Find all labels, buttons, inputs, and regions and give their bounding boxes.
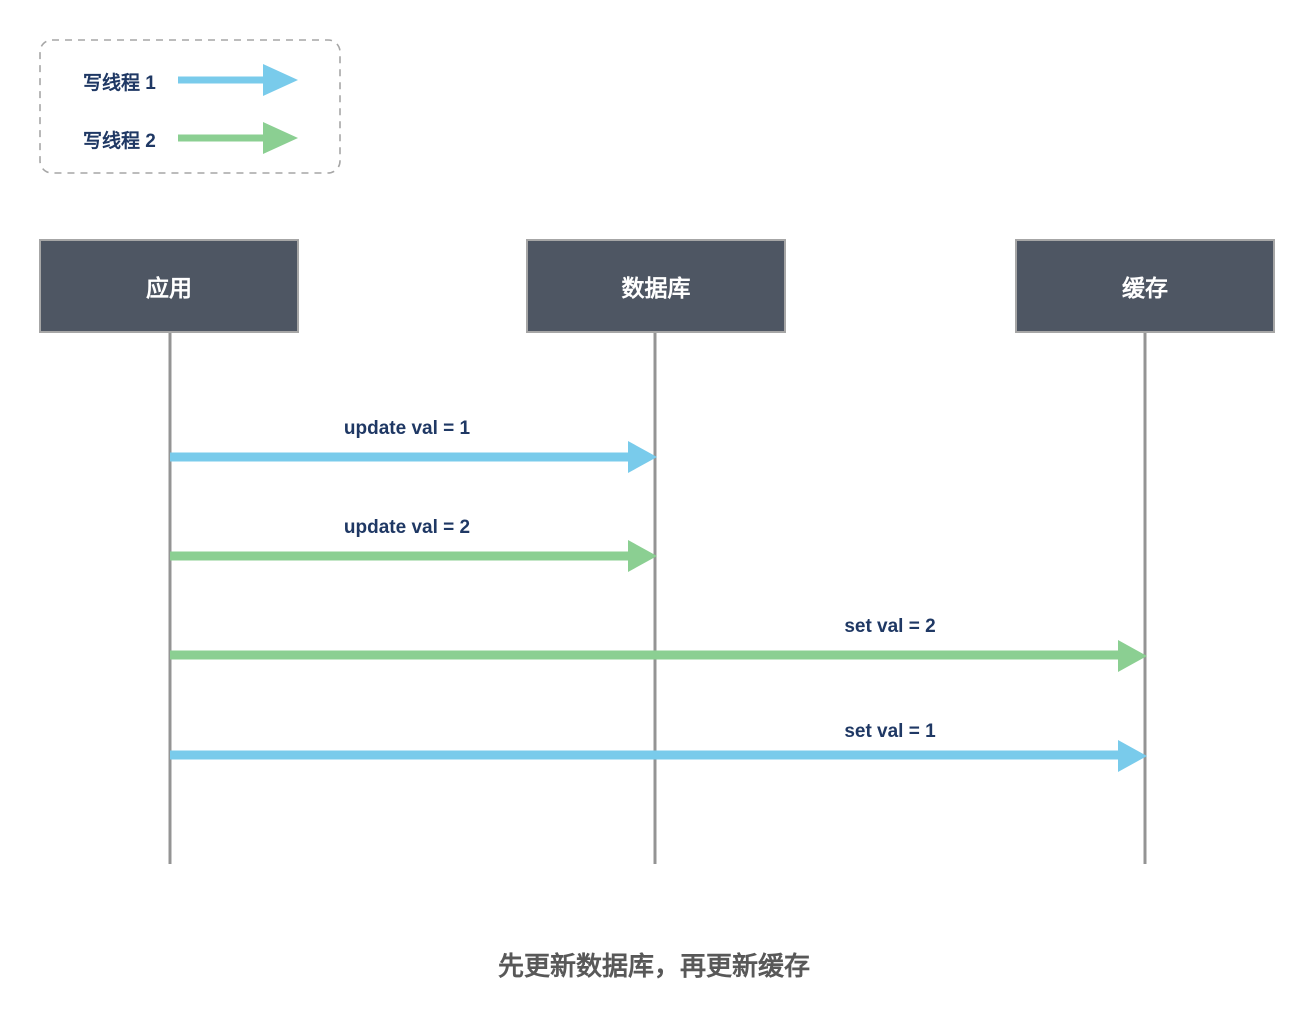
actor-app[interactable]: 应用 — [39, 239, 299, 333]
message-label-update-val-1: update val = 1 — [344, 418, 471, 439]
actor-cache[interactable]: 缓存 — [1015, 239, 1275, 333]
legend-arrow-icon-1 — [178, 64, 298, 96]
message-shaft-update-val-2 — [170, 551, 629, 561]
message-update-val-1[interactable]: update val = 1 — [170, 418, 657, 473]
message-arrowhead-set-val-2 — [1118, 640, 1147, 672]
actor-label-app: 应用 — [146, 275, 192, 301]
message-shaft-set-val-2 — [170, 650, 1119, 660]
legend-arrow-shaft-1 — [178, 76, 268, 84]
legend-arrow-shaft-2 — [178, 134, 268, 142]
legend-box: 写线程 1 写线程 2 — [39, 39, 341, 174]
actor-label-db: 数据库 — [622, 275, 691, 301]
message-set-val-2[interactable]: set val = 2 — [170, 616, 1147, 672]
legend-arrow-head-1 — [263, 64, 298, 96]
message-label-set-val-2: set val = 2 — [844, 616, 935, 637]
message-shaft-set-val-1 — [170, 750, 1119, 760]
message-arrowhead-update-val-2 — [628, 540, 657, 572]
legend-border — [39, 39, 341, 174]
legend-arrow-head-2 — [263, 122, 298, 154]
message-arrowhead-set-val-1 — [1118, 740, 1147, 772]
actor-db[interactable]: 数据库 — [526, 239, 786, 333]
legend-item-label-1: 写线程 1 — [83, 71, 156, 94]
message-label-set-val-1: set val = 1 — [844, 721, 936, 742]
message-shaft-update-val-1 — [170, 452, 629, 462]
lifelines — [168, 331, 1147, 864]
message-update-val-2[interactable]: update val = 2 — [170, 517, 657, 572]
legend-item-label-2: 写线程 2 — [83, 129, 156, 152]
actor-box-cache[interactable] — [1015, 239, 1275, 333]
message-set-val-1[interactable]: set val = 1 — [170, 721, 1147, 772]
actor-box-app[interactable] — [39, 239, 299, 333]
legend-arrow-icon-2 — [178, 122, 298, 154]
actor-box-db[interactable] — [526, 239, 786, 333]
diagram-caption: 先更新数据库，再更新缓存 — [498, 951, 810, 981]
message-arrowhead-update-val-1 — [628, 441, 657, 473]
actor-label-cache: 缓存 — [1122, 275, 1168, 301]
message-label-update-val-2: update val = 2 — [344, 517, 470, 538]
